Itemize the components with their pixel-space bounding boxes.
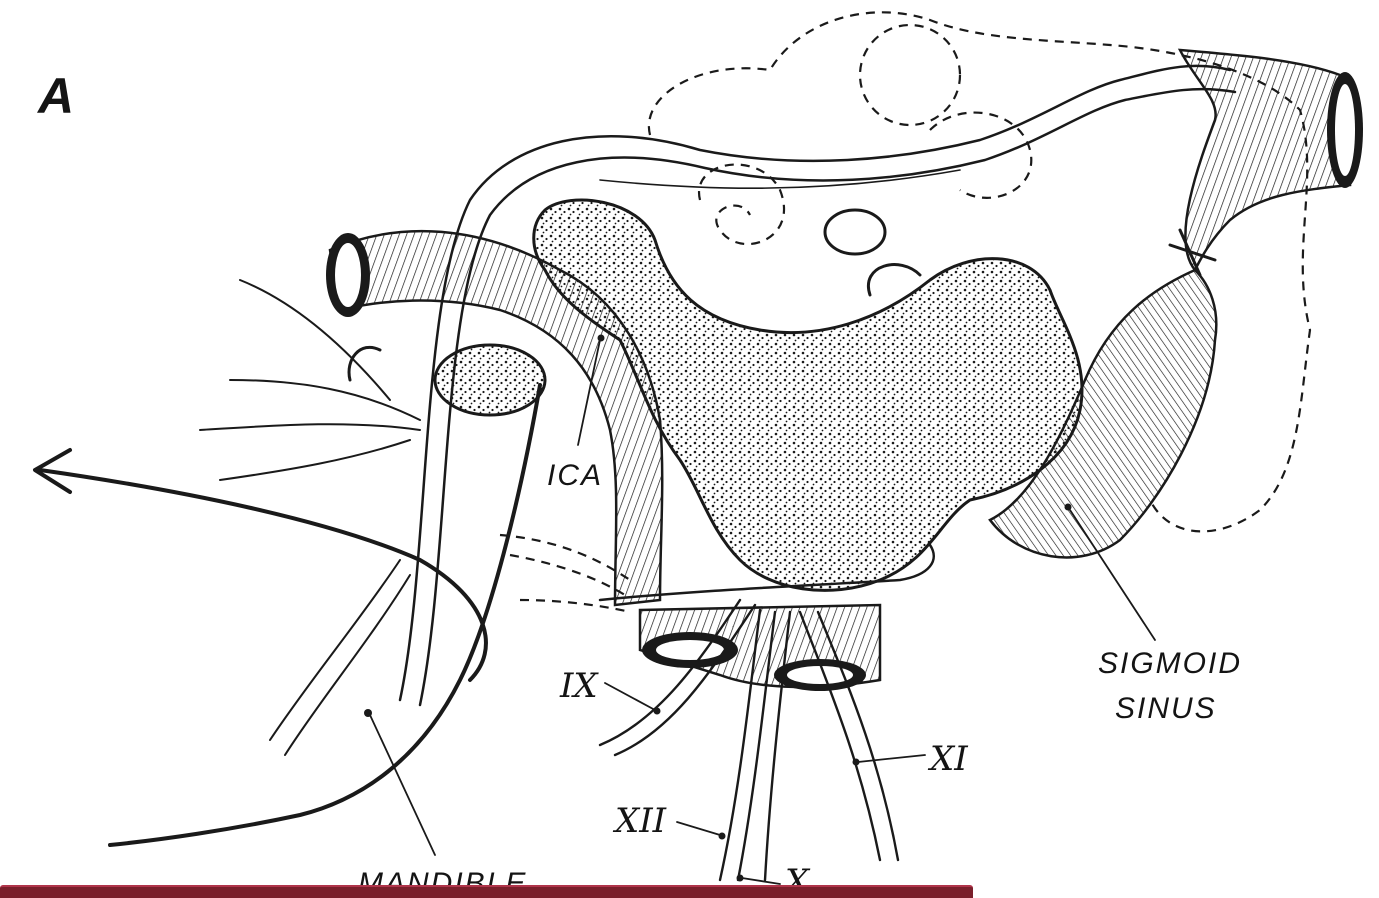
label-sigmoid: SIGMOID <box>1098 647 1242 680</box>
facial-nerve-branches <box>200 280 420 755</box>
label-cn11: XI <box>927 739 968 779</box>
label-cn9: IX <box>559 666 599 706</box>
label-ica: ICA <box>547 459 603 492</box>
label-cn12: XII <box>612 801 667 841</box>
mandible-outline <box>110 345 545 845</box>
panel-label: A <box>36 68 76 124</box>
label-sinus: SINUS <box>1115 692 1217 725</box>
bottom-bar <box>0 885 973 898</box>
muscle-dashes <box>500 535 630 612</box>
